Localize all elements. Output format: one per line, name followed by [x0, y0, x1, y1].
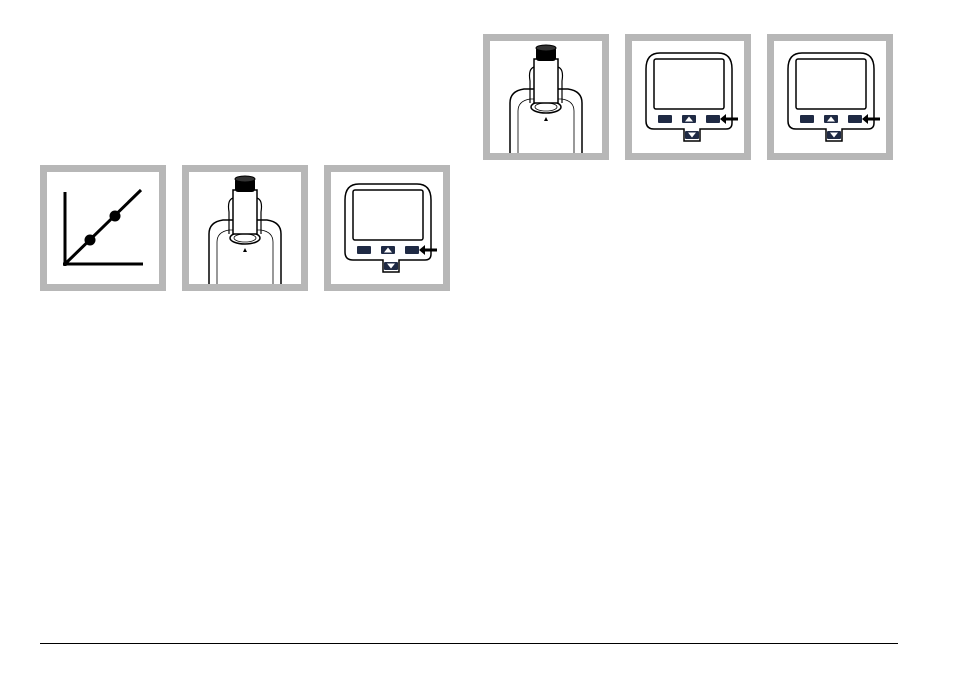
- sample-vial-icon: [189, 172, 301, 284]
- calibration-curve-icon: [47, 172, 159, 284]
- sample-vial-icon: [490, 41, 602, 153]
- calibration-curve-figure: [40, 165, 166, 291]
- press-right-key-figure-2: [625, 34, 751, 160]
- insert-sample-vial-figure-2: [483, 34, 609, 160]
- press-right-key-figure: [324, 165, 450, 291]
- meter-keypad-icon: [331, 172, 443, 284]
- press-right-key-figure-3: [767, 34, 893, 160]
- insert-sample-vial-figure: [182, 165, 308, 291]
- meter-keypad-icon: [774, 41, 886, 153]
- footer-rule: [40, 643, 898, 644]
- meter-keypad-icon: [632, 41, 744, 153]
